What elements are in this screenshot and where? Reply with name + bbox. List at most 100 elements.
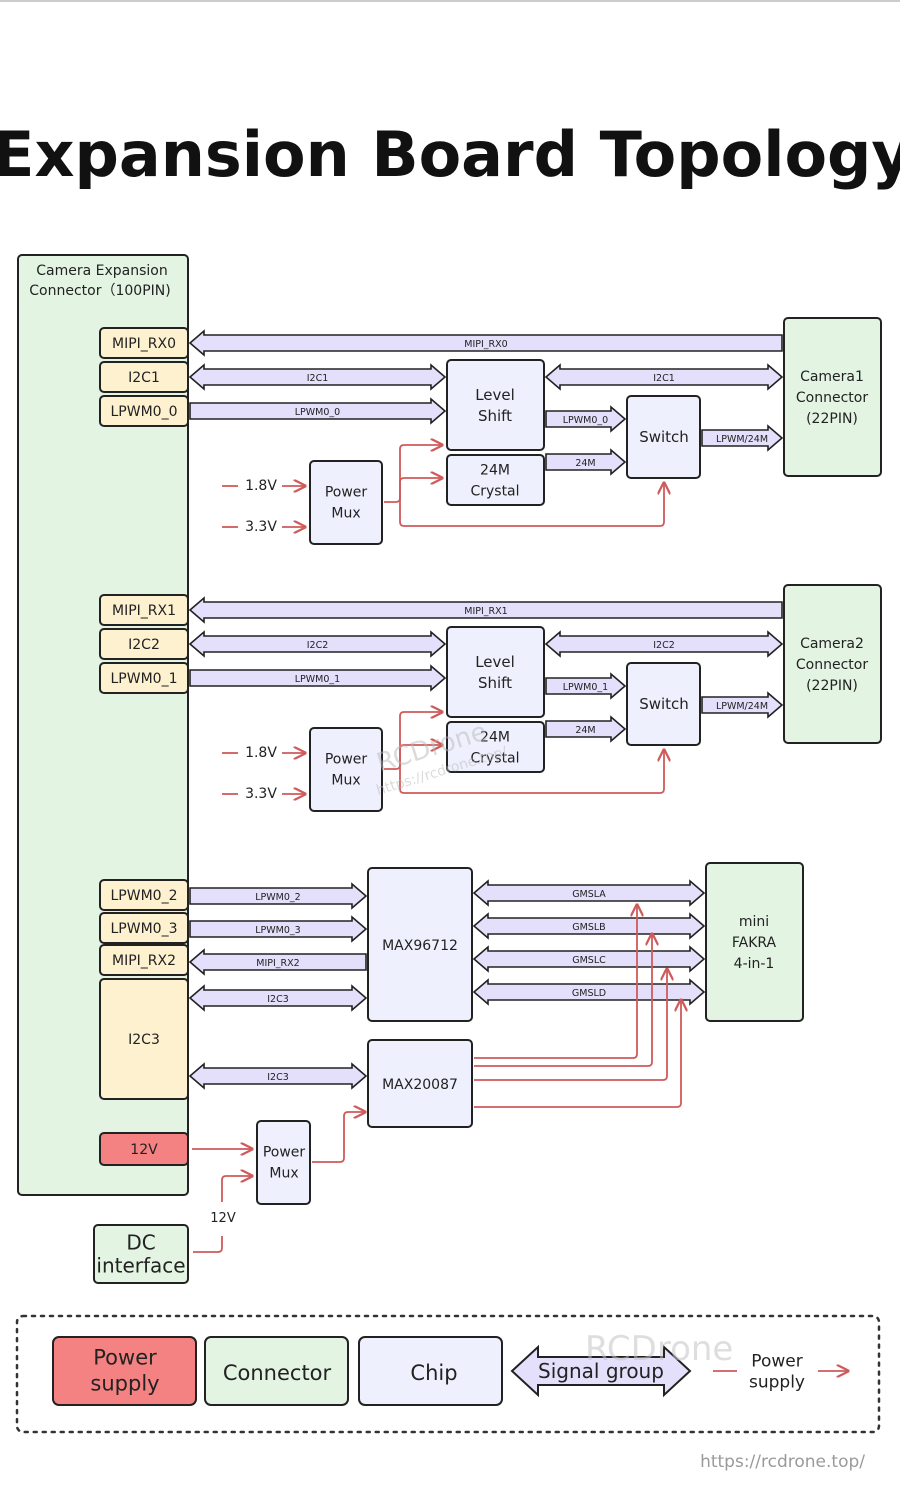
cam2-pwr-level-shift	[384, 712, 442, 770]
cam1-power-mux	[309, 460, 383, 545]
mini-fakra-connector	[705, 862, 804, 1022]
mini-fakra-text-2: FAKRA	[732, 935, 777, 951]
cam2-pin-mipi-label: MIPI_RX1	[112, 603, 176, 619]
cam1-bus-mipi	[188, 329, 783, 357]
cam2-pin-i2c	[99, 628, 189, 660]
bus-lpwm0-3	[189, 915, 368, 943]
cam2-bus-lpwm	[189, 664, 447, 692]
power-mux-3-text-1: Power	[263, 1144, 306, 1160]
pin-i2c3	[99, 978, 189, 1100]
cam1-v18-label: 1.8V	[245, 478, 277, 494]
cam1-bus-lpwm	[189, 397, 447, 425]
pin-lpwm0-2-label: LPWM0_2	[111, 888, 178, 904]
bus-mipi-rx2-label: MIPI_RX2	[256, 958, 299, 969]
pwr-gmsl-2	[474, 934, 652, 1067]
cam1-bus-out	[701, 424, 784, 452]
cam2-power-mux	[309, 727, 383, 812]
cam2-bus-i2c-right	[544, 630, 784, 658]
cam1-level-shift-text-2: Shift	[478, 407, 512, 425]
cam1-power-mux-text-1: Power	[325, 484, 368, 500]
cam2-bus-i2c-left	[188, 630, 447, 658]
bus-gmsl-1-label: GMSLA	[572, 889, 606, 900]
legend-signal-group-text: Signal group	[538, 1359, 664, 1383]
dc-12v-label: 12V	[210, 1211, 236, 1226]
cam2-pin-i2c-label: I2C2	[128, 637, 160, 653]
legend-power-supply-text-1: Power	[93, 1345, 157, 1369]
bus-i2c3-b	[188, 1062, 368, 1090]
main-connector-subtitle: Connector（100PIN)	[29, 283, 170, 299]
cam2-pwr-crystal	[399, 745, 442, 769]
pwr-gmsl-3	[474, 969, 667, 1081]
bus-gmsl-3	[472, 945, 706, 973]
cam1-crystal-text-2: Crystal	[470, 483, 519, 499]
pwr-dc-tail	[193, 1236, 223, 1253]
cam1-bus-lpwm-label: LPWM0_0	[295, 407, 340, 418]
dc-interface-text-1: DC	[126, 1231, 155, 1255]
cam2-bus-mipi	[188, 596, 783, 624]
pin-lpwm0-3-label: LPWM0_3	[111, 921, 178, 937]
cam2-crystal-text-2: Crystal	[470, 750, 519, 766]
mini-fakra-text-1: mini	[739, 914, 769, 930]
bus-gmsl-4-label: GMSLD	[572, 988, 606, 999]
cam1-power-mux-text-2: Mux	[331, 505, 360, 521]
cam2-power-mux-text-1: Power	[325, 751, 368, 767]
bus-lpwm0-3-label: LPWM0_3	[255, 925, 300, 936]
cam1-level-shift-text-1: Level	[475, 386, 515, 404]
cam1-camera-connector	[783, 317, 882, 477]
cam1-pin-lpwm-label: LPWM0_0	[111, 404, 178, 420]
power-mux-3-text-2: Mux	[269, 1165, 298, 1181]
cam1-bus-lpwm-switch-label: LPWM0_0	[563, 415, 608, 426]
legend-chip-text: Chip	[410, 1361, 457, 1385]
cam1-pwr-crystal	[399, 478, 442, 502]
dc-interface-text-2: interface	[96, 1254, 185, 1278]
pwr-dc-to-mux	[221, 1176, 252, 1202]
page-title: Expansion Board Topology	[0, 118, 900, 191]
cam1-v33-label: 3.3V	[245, 519, 277, 535]
pin-mipi-rx2-label: MIPI_RX2	[112, 953, 176, 969]
bus-i2c3-b-label: I2C3	[267, 1072, 289, 1083]
cam2-power-mux-text-2: Mux	[331, 772, 360, 788]
watermark-url-footer: https://rcdrone.top/	[700, 1452, 865, 1472]
cam1-pin-mipi-label: MIPI_RX0	[112, 336, 176, 352]
cam2-bus-lpwm-switch-label: LPWM0_1	[563, 682, 608, 693]
cam1-pin-i2c-label: I2C1	[128, 370, 160, 386]
pwr-mux-to-max20087	[312, 1112, 365, 1163]
cam1-switch	[626, 395, 701, 479]
cam1-bus-out-label: LPWM/24M	[716, 434, 768, 445]
bus-gmsl-3-label: GMSLC	[572, 955, 606, 966]
cam2-bus-i2c-right-label: I2C2	[653, 640, 675, 651]
cam2-bus-out-label: LPWM/24M	[716, 701, 768, 712]
legend-power-line-text-1: Power	[751, 1351, 802, 1371]
bus-gmsl-2-label: GMSLB	[572, 922, 605, 933]
cam1-crystal-text-1: 24M	[480, 462, 510, 478]
cam2-switch	[626, 662, 701, 746]
bus-i2c3-a-label: I2C3	[267, 994, 289, 1005]
cam1-bus-lpwm-switch	[545, 405, 627, 433]
legend-power-supply-swatch	[52, 1336, 197, 1406]
legend-power-supply-text-2: supply	[90, 1371, 159, 1395]
main-connector-title: Camera Expansion	[36, 263, 167, 279]
cam1-bus-i2c-left-label: I2C1	[307, 373, 329, 384]
cam1-pin-lpwm	[99, 395, 189, 427]
pin-12v	[99, 1132, 189, 1166]
cam2-level-shift-text-1: Level	[475, 653, 515, 671]
cam2-switch-text: Switch	[639, 695, 689, 713]
dc-interface	[93, 1224, 189, 1284]
pin-i2c3-label: I2C3	[128, 1032, 160, 1048]
cam2-bus-out	[701, 691, 784, 719]
cam2-bus-24m	[545, 715, 627, 743]
power-mux-3	[256, 1120, 311, 1205]
cam2-bus-i2c-left-label: I2C2	[307, 640, 329, 651]
watermark-brand-legend: RCDrone	[585, 1329, 733, 1369]
bus-lpwm0-2	[189, 882, 368, 910]
legend-chip-swatch	[358, 1336, 503, 1406]
cam2-pwr-switch	[399, 750, 664, 794]
cam2-bus-mipi-label: MIPI_RX1	[464, 606, 507, 617]
legend-connector-text: Connector	[223, 1361, 332, 1385]
cam1-pwr-switch	[399, 483, 664, 527]
cam1-switch-text: Switch	[639, 428, 689, 446]
legend-power-line-text-2: supply	[749, 1372, 805, 1392]
pin-lpwm0-3	[99, 912, 189, 944]
